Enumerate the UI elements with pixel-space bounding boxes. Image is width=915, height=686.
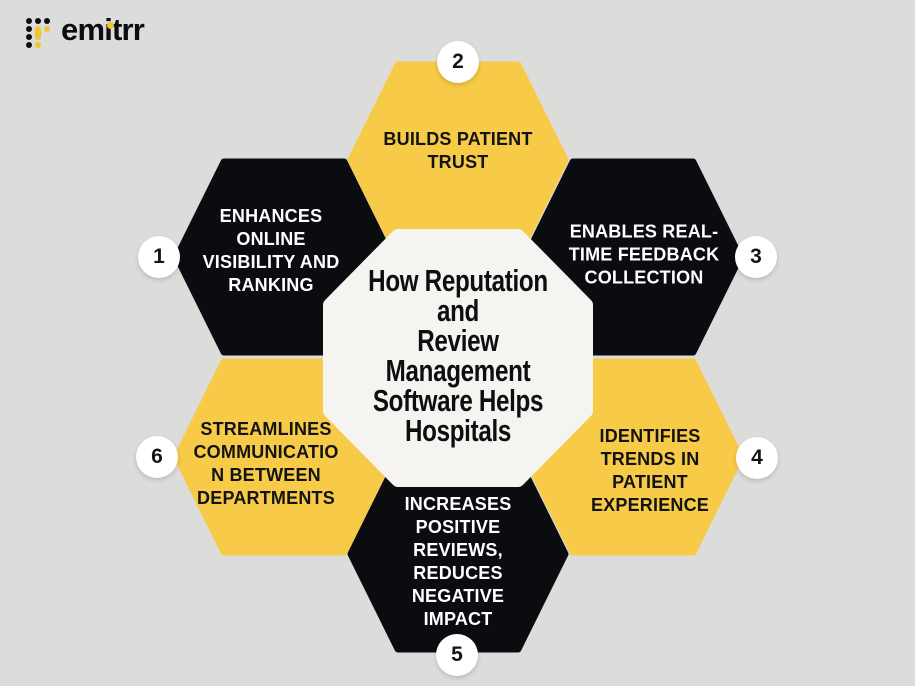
badge-6: 6 xyxy=(136,436,178,478)
badge-2: 2 xyxy=(437,41,479,83)
badge-3: 3 xyxy=(735,236,777,278)
hexagon-5-label: INCREASES POSITIVE REVIEWS, REDUCES NEGA… xyxy=(404,494,512,629)
hexagon-4-label: IDENTIFIES TRENDS IN PATIENT EXPERIENCE xyxy=(590,426,710,515)
center-title: How Reputation and Review Management Sof… xyxy=(368,263,548,448)
center-octagon-shape xyxy=(323,229,593,487)
badge-1: 1 xyxy=(138,236,180,278)
hexagon-3-label: ENABLES REAL- TIME FEEDBACK COLLECTION xyxy=(568,221,720,288)
hexagon-1-label: ENHANCES ONLINE VISIBILITY AND RANKING xyxy=(202,206,340,295)
hexagon-6-label: STREAMLINES COMMUNICATIO N BETWEEN DEPAR… xyxy=(193,419,339,508)
center-title-wrap: How Reputation and Review Management Sof… xyxy=(323,263,593,448)
hexagon-2-label: BUILDS PATIENT TRUST xyxy=(383,129,533,172)
emitrr-i-dot xyxy=(107,22,114,29)
emitrr-logo: emitrr xyxy=(26,12,145,48)
badge-5: 5 xyxy=(436,634,478,676)
emitrr-wordmark: emitrr xyxy=(61,12,145,47)
emitrr-logo-dots-icon xyxy=(26,18,52,48)
badge-4: 4 xyxy=(736,437,778,479)
